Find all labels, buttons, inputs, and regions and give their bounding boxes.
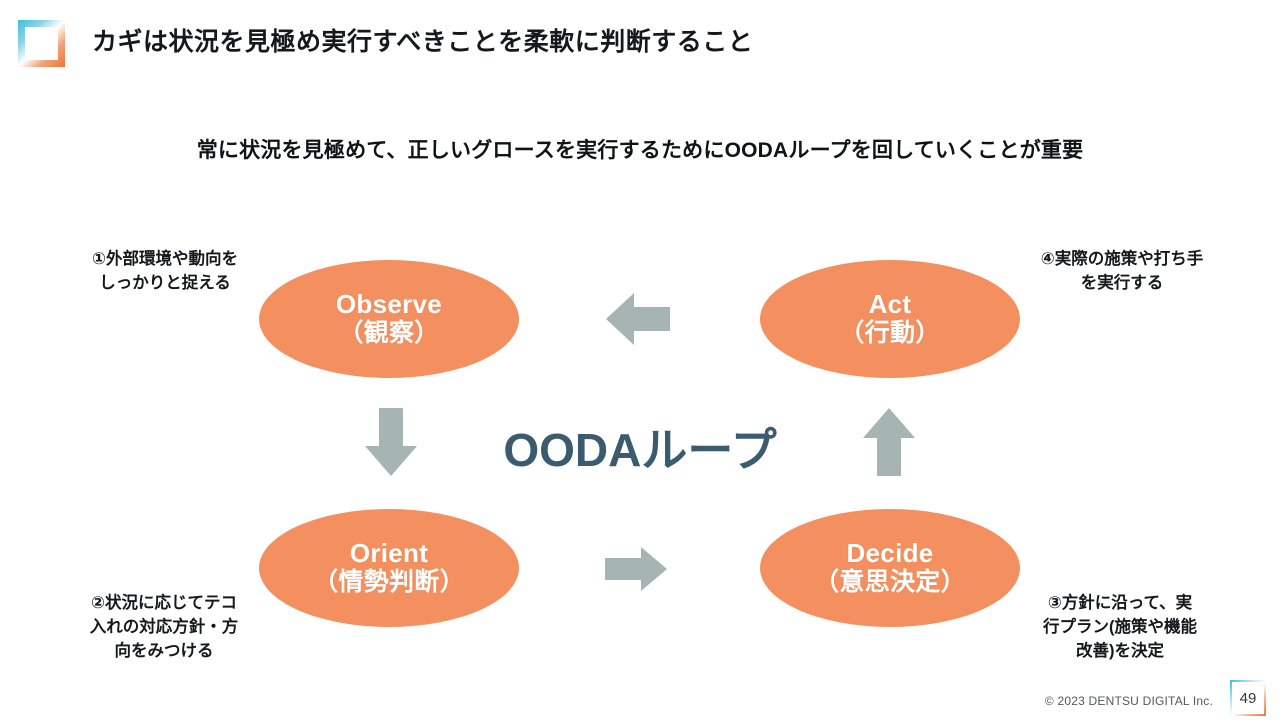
annotation-2-orient: ②状況に応じてテコ 入れの対応方針・方 向をみつける	[89, 594, 239, 660]
gradient-square-logo-icon	[18, 20, 65, 67]
node-decide-ja: （意思決定）	[814, 568, 966, 597]
node-act-en: Act	[868, 289, 912, 320]
copyright-text: © 2023 DENTSU DIGITAL Inc.	[1044, 694, 1213, 708]
node-orient[interactable]: Orient （情勢判断）	[259, 509, 519, 627]
annotation-3-decide: ③方針に沿って、実 行プラン(施策や機能 改善)を決定	[1043, 594, 1197, 660]
node-decide-en: Decide	[846, 538, 934, 569]
page-title: カギは状況を見極め実行すべきことを柔軟に判断すること	[92, 28, 754, 56]
node-observe-ja: （観察）	[338, 319, 440, 348]
subtitle-text: 常に状況を見極めて、正しいグロースを実行するためにOODAループを回していくこと…	[196, 139, 1084, 162]
center-label-ooda-loop: OODAループ	[503, 424, 777, 476]
node-orient-en: Orient	[349, 538, 429, 569]
node-observe[interactable]: Observe （観察）	[259, 260, 519, 378]
page-number-box: 49	[1230, 680, 1266, 716]
node-act-ja: （行動）	[839, 319, 941, 348]
arrow-left-icon	[606, 293, 670, 345]
arrow-right-icon	[605, 547, 667, 591]
node-observe-en: Observe	[335, 289, 443, 320]
page-number: 49	[1239, 689, 1257, 707]
arrow-down-icon	[365, 408, 417, 476]
annotation-1-observe: ①外部環境や動向を しっかりと捉える	[92, 250, 238, 292]
annotation-4-act: ④実際の施策や打ち手 を実行する	[1040, 250, 1204, 292]
node-decide[interactable]: Decide （意思決定）	[760, 509, 1020, 627]
slide-header: カギは状況を見極め実行すべきことを柔軟に判断すること	[0, 0, 1280, 88]
node-act[interactable]: Act （行動）	[760, 260, 1020, 378]
node-orient-ja: （情勢判断）	[313, 568, 465, 597]
arrow-up-icon	[863, 408, 915, 476]
